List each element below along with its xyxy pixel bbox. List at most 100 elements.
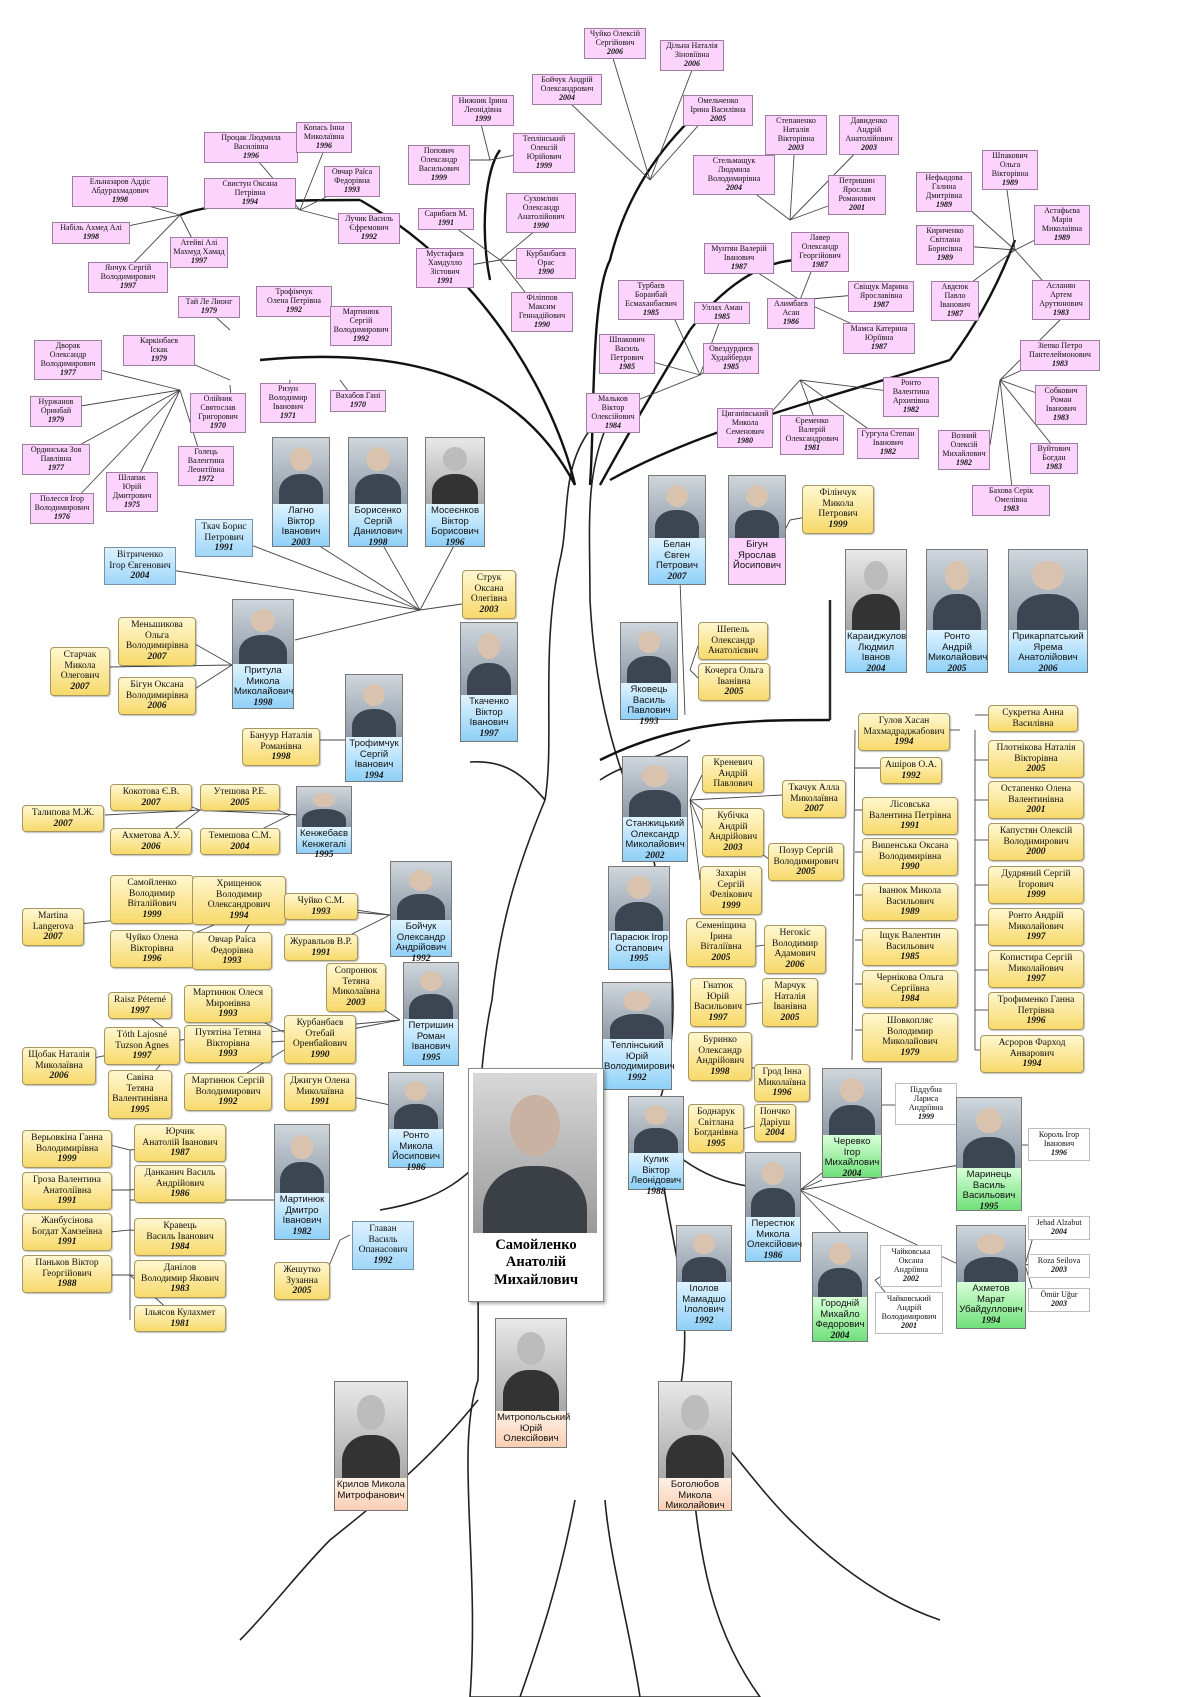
defense-year: 1991 bbox=[437, 275, 453, 285]
person-name-line: Миколайович bbox=[1008, 963, 1064, 974]
person-name-line: Бойчук Андрій bbox=[541, 75, 593, 84]
central-portrait-photo bbox=[473, 1073, 597, 1233]
person-name-line: Володимирівна bbox=[125, 690, 189, 701]
person-name-line: Галина bbox=[931, 181, 957, 191]
person-name-line: Артем bbox=[1050, 289, 1072, 299]
defense-year: 1995 bbox=[979, 1201, 999, 1212]
defense-year: 1982 bbox=[903, 404, 919, 414]
person-name-line: Асланян bbox=[1046, 281, 1076, 290]
person-name-line: Кочерга Ольга bbox=[704, 666, 764, 676]
portrait-photo bbox=[275, 1125, 329, 1193]
person-name-line: Ахметова А.У. bbox=[121, 831, 181, 841]
portrait-photo bbox=[927, 550, 987, 630]
defense-year: 1998 bbox=[112, 194, 128, 204]
defense-year: 1999 bbox=[142, 909, 162, 920]
defense-year: 2004 bbox=[765, 1128, 785, 1139]
defense-year: 1985 bbox=[723, 361, 739, 371]
defense-year: 2003 bbox=[291, 537, 311, 548]
defense-year: 1990 bbox=[900, 862, 920, 873]
defense-year: 2004 bbox=[130, 571, 150, 582]
person-name-line: Петрович bbox=[655, 560, 699, 572]
portrait-photo bbox=[629, 1097, 683, 1153]
portrait-photo bbox=[1009, 550, 1087, 630]
person-name-line: Талипова М.Ж. bbox=[31, 808, 95, 818]
person-name-line: Васильович bbox=[418, 163, 460, 173]
person-name-line: Мамадшо bbox=[682, 1293, 726, 1305]
person-name-line: Василь bbox=[368, 1234, 398, 1245]
defense-year: 1983 bbox=[1052, 358, 1068, 368]
person-name-line: Турбаєв bbox=[637, 281, 665, 290]
defense-year: 2003 bbox=[346, 997, 366, 1008]
defense-year: 1970 bbox=[350, 399, 366, 409]
person-name-line: Raisz Péterné bbox=[114, 995, 166, 1005]
person-name-line: Ілолов bbox=[689, 1283, 719, 1294]
person-name-line: Сопронюк bbox=[334, 966, 378, 976]
person-name-line: Мальков bbox=[598, 394, 628, 403]
central-person-card[interactable]: Самойленко Анатолій Михайлович bbox=[468, 1068, 604, 1302]
portrait-photo bbox=[609, 867, 669, 931]
defense-year: 1986 bbox=[763, 1250, 783, 1261]
person-name-line: Меньшикова bbox=[131, 620, 183, 630]
person-name-line: Мартинюк bbox=[279, 1194, 325, 1205]
portrait-photo bbox=[846, 550, 906, 630]
person-name-line: Сергій bbox=[363, 515, 393, 527]
defense-year: 1983 bbox=[170, 1284, 190, 1295]
person-name-line: Мартинюк Сергій bbox=[191, 1076, 265, 1086]
person-name-line: Миколайович bbox=[234, 686, 294, 698]
person-name-line: Старчак bbox=[63, 650, 97, 660]
person-name-line: Остапович bbox=[615, 942, 663, 954]
defense-year: 2001 bbox=[849, 202, 865, 212]
person-name-line: Максим bbox=[528, 301, 556, 311]
person-name-line: Мамса Катерина bbox=[850, 324, 908, 333]
defense-year: 2004 bbox=[1051, 1226, 1067, 1236]
person-name-line: Ігорович bbox=[1018, 879, 1054, 890]
person-name-line: Леонтіївна bbox=[187, 464, 225, 474]
person-name-line: Павло bbox=[944, 290, 966, 300]
person-name-line: Есмаханбаєвич bbox=[625, 298, 677, 308]
defense-year: 1999 bbox=[918, 1111, 934, 1121]
person-name-line: Циганівський bbox=[721, 409, 769, 418]
person-name-line: Іванівна bbox=[773, 1002, 807, 1013]
person-name-line: Ярослав bbox=[737, 549, 777, 561]
person-name-line: Бойчук bbox=[405, 921, 437, 932]
person-name-line: Данканич Василь bbox=[144, 1168, 216, 1178]
person-name-line: Сухомлин bbox=[523, 194, 559, 203]
person-name-line: Чайковська bbox=[891, 1247, 931, 1256]
defense-year: 1982 bbox=[956, 457, 972, 467]
defense-year: 1982 bbox=[880, 446, 896, 456]
person-name-line: Павлович bbox=[713, 779, 753, 790]
person-name-line: Верьовкіна Ганна bbox=[31, 1133, 103, 1143]
defense-year: 1992 bbox=[218, 1097, 238, 1108]
defense-year: 1996 bbox=[1026, 1016, 1046, 1027]
person-name-line: Миколаївна bbox=[790, 793, 838, 804]
defense-year: 1983 bbox=[1046, 461, 1062, 471]
defense-year: 2005 bbox=[711, 952, 731, 963]
person-name-line: Володимирович bbox=[40, 358, 96, 368]
person-name-line: Прикарпатський bbox=[1012, 631, 1084, 642]
person-name-line: Іванович bbox=[411, 1041, 451, 1053]
defense-year: 1996 bbox=[1051, 1147, 1067, 1157]
person-name-line: Василь Іванович bbox=[146, 1231, 214, 1242]
